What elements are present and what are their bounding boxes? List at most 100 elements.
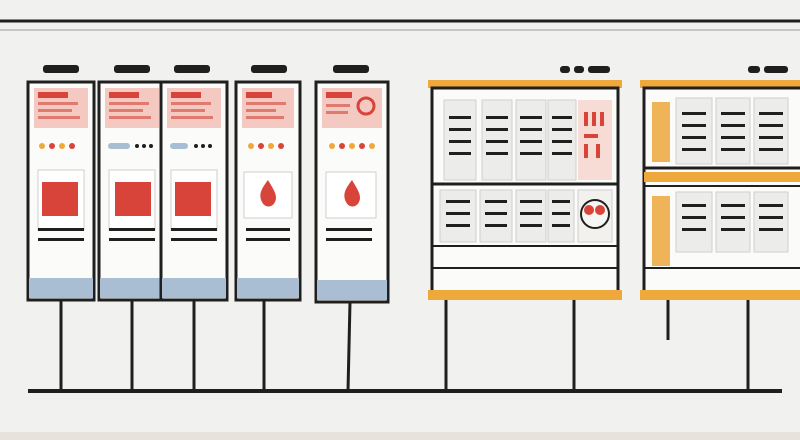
food-icon [278,143,284,149]
text-line [38,228,84,231]
food-icon [149,144,153,148]
text-line [552,128,572,131]
text-line [520,128,542,131]
kiosk-3 [159,65,229,391]
kiosk-handle [251,65,287,73]
board-indicator [560,66,570,73]
food-icon [329,143,335,149]
text-line [171,228,217,231]
screen-header [246,92,272,98]
text-line [326,238,372,241]
text-line [721,204,745,207]
red-mark [584,134,598,138]
board-top-bar [428,80,622,88]
text-line [721,124,745,127]
kiosk-base [100,278,164,298]
screen-line [326,111,348,114]
food-icon [248,143,254,149]
text-line [721,112,745,115]
kiosk-4 [234,65,302,391]
text-line [520,140,542,143]
text-line [446,212,470,215]
food-icon [39,143,45,149]
screen-line [109,116,151,119]
text-line [759,228,783,231]
red-mark [600,112,604,126]
screen-header [38,92,68,98]
menu-column [753,97,789,165]
red-square-emblem [115,182,151,216]
red-mark [584,144,588,158]
text-line [486,140,508,143]
text-line [552,200,570,203]
text-line [552,140,572,143]
board-indicator [748,66,760,73]
kiosk-handle [174,65,210,73]
food-icon [69,143,75,149]
board-bottom-bar [428,290,622,300]
menu-board-right [640,66,800,393]
kiosk-base [162,278,226,298]
menu-column [439,189,477,243]
screen-line [246,102,286,105]
menu-column [715,97,751,165]
menu-column [675,191,713,253]
food-icon [49,143,55,149]
orange-band [644,172,800,182]
screen-header [109,92,139,98]
text-line [485,200,507,203]
screen-line [38,116,80,119]
red-dot [595,205,605,215]
screen-header [171,92,201,98]
food-icon [135,144,139,148]
food-icon [258,143,264,149]
screen-line [246,109,276,112]
text-line [446,224,470,227]
kiosk-handle [114,65,150,73]
text-line [721,136,745,139]
text-line [552,224,570,227]
screen-line [38,102,78,105]
text-line [682,124,706,127]
text-line [552,152,572,155]
floor-strip [0,432,800,440]
text-line [520,224,542,227]
flame-icon [344,180,361,207]
menu-column [479,189,513,243]
red-mark [592,112,596,126]
food-icon [268,143,274,149]
food-icon [142,144,146,148]
text-line [520,200,542,203]
board-side-panel [652,196,670,266]
food-icon [208,144,212,148]
menu-column [753,191,789,253]
board-indicator [574,66,584,73]
screen-line [326,104,350,107]
text-line [682,216,706,219]
swirl-icon [356,96,376,116]
text-line [682,204,706,207]
red-dot [584,205,594,215]
screen-line [109,102,149,105]
text-line [759,136,783,139]
text-line [682,136,706,139]
button-bar [170,143,188,149]
text-line [682,148,706,151]
red-square-emblem [175,182,211,216]
text-line [486,152,508,155]
text-line [682,228,706,231]
text-line [109,228,155,231]
text-line [485,224,507,227]
food-icon [369,143,375,149]
menu-board-left [428,66,622,391]
text-line [446,200,470,203]
red-square-emblem [42,182,78,216]
menu-column [715,191,751,253]
screen-line [171,116,213,119]
text-line [552,116,572,119]
food-icon [349,143,355,149]
screen-line [38,109,72,112]
screen-line [171,109,205,112]
screen-line [246,116,284,119]
flame-icon [260,180,277,207]
